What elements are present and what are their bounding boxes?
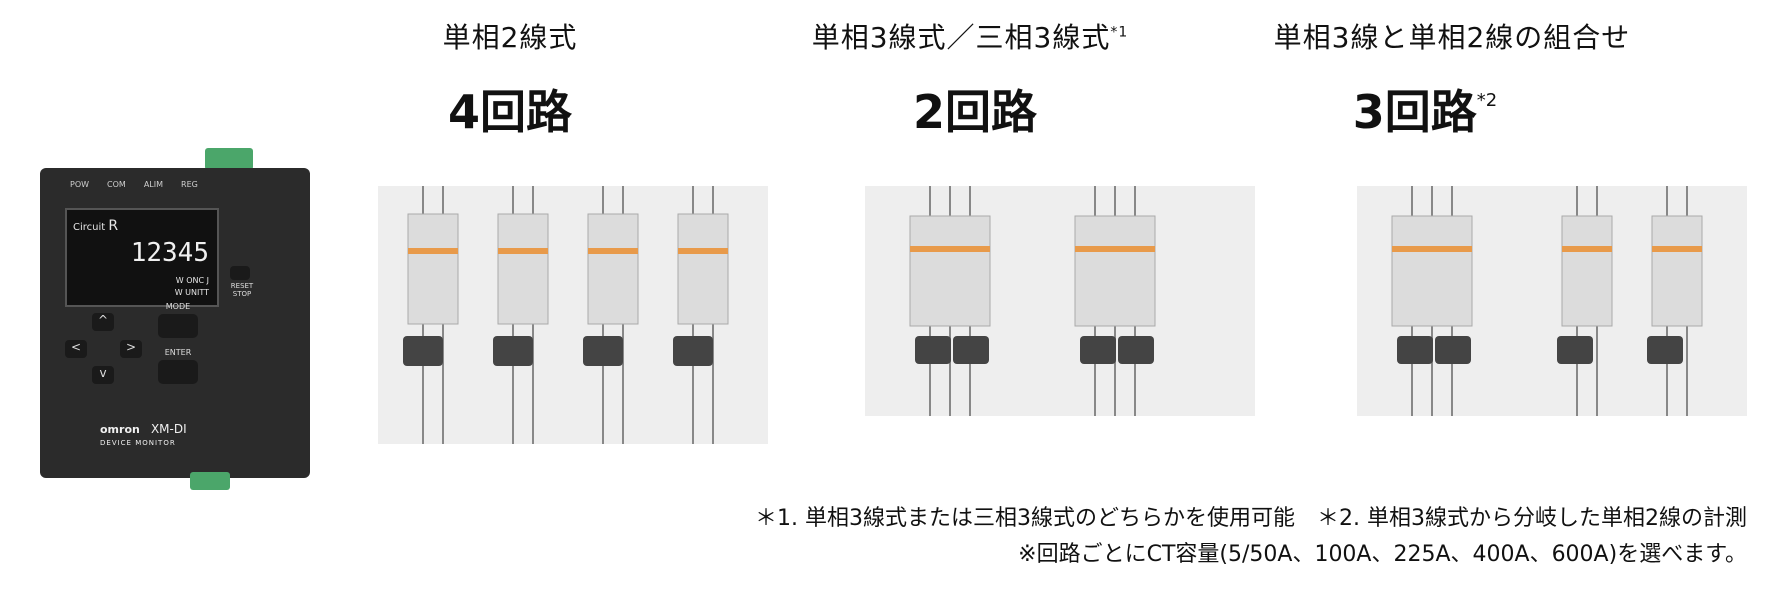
lcd-screen: Circuit R 12345 W ONC J W UNITT: [65, 208, 219, 307]
circuit-count-3: 3回路*2: [1325, 76, 1525, 142]
enter-label: ENTER: [164, 348, 192, 357]
column-heading-2-text: 単相3線式／三相3線式: [811, 21, 1111, 54]
circuit-count-2-text: 2回路: [912, 85, 1037, 139]
circuit-count-2: 2回路: [895, 76, 1055, 142]
led-label-reg: REG: [181, 180, 198, 189]
circuit-count-1: 4回路: [430, 76, 590, 142]
led-label-pow: POW: [70, 180, 90, 189]
column-heading-1: 単相2線式: [380, 16, 640, 56]
breaker-panel-2: [865, 186, 1255, 416]
lcd-value: 12345: [130, 238, 209, 268]
column-heading-3-text: 単相3線と単相2線の組合せ: [1273, 21, 1631, 54]
breaker-illustration-2: [909, 186, 1156, 416]
reset-stop-label: RESET STOP: [230, 282, 254, 298]
bottom-terminal-block: [190, 472, 230, 490]
mode-button[interactable]: MODE: [158, 302, 198, 338]
circuit-count-1-text: 4回路: [447, 85, 572, 139]
column-heading-2-note: *1: [1110, 24, 1129, 41]
lcd-unit-2: W UNITT: [174, 288, 209, 297]
lcd-label-text: Circuit: [73, 222, 106, 233]
device-body: POW COM ALIM REG Circuit R 12345 W ONC J…: [40, 168, 310, 478]
lcd-circuit-value: R: [108, 218, 119, 234]
circuit-count-3-note: *2: [1476, 89, 1498, 111]
power-monitor-device: POW COM ALIM REG Circuit R 12345 W ONC J…: [40, 148, 320, 490]
led-label-com: COM: [107, 180, 126, 189]
breaker-illustration-1: [403, 186, 729, 444]
column-heading-2: 単相3線式／三相3線式*1: [780, 16, 1160, 56]
lcd-unit-1: W ONC J: [175, 276, 209, 285]
column-heading-3: 単相3線と単相2線の組合せ: [1232, 16, 1672, 56]
left-arrow-button[interactable]: <: [65, 340, 87, 358]
top-terminal-block: [205, 148, 253, 170]
enter-button[interactable]: ENTER: [158, 348, 198, 384]
breaker-panel-3: [1357, 186, 1747, 416]
footnote-line-2: ※回路ごとにCT容量(5/50A、100A、225A、400A、600A)を選べ…: [1018, 542, 1747, 567]
reset-stop-button[interactable]: [230, 266, 250, 280]
led-label-alim: ALIM: [143, 180, 164, 189]
down-arrow-button[interactable]: v: [92, 366, 114, 384]
mode-label: MODE: [165, 302, 191, 311]
circuit-count-3-text: 3回路: [1352, 85, 1477, 139]
footnote-line-1: ＊1. 単相3線式または三相3線式のどちらかを使用可能 ＊2. 単相3線式から分…: [755, 506, 1747, 531]
breaker-panel-1: [378, 186, 768, 444]
right-arrow-button[interactable]: >: [120, 340, 142, 358]
brand-name: omron: [100, 423, 140, 436]
column-heading-1-text: 単相2線式: [442, 21, 578, 54]
device-subtitle: DEVICE MONITOR: [100, 439, 176, 447]
led-row: POW COM ALIM REG: [70, 180, 260, 200]
lcd-circuit-label: Circuit R: [73, 218, 118, 234]
up-arrow-button[interactable]: ^: [92, 313, 114, 331]
breaker-illustration-3: [1391, 186, 1703, 416]
model-name: XM-DI: [150, 422, 187, 436]
brand-area: omron XM-DI DEVICE MONITOR: [100, 418, 240, 458]
